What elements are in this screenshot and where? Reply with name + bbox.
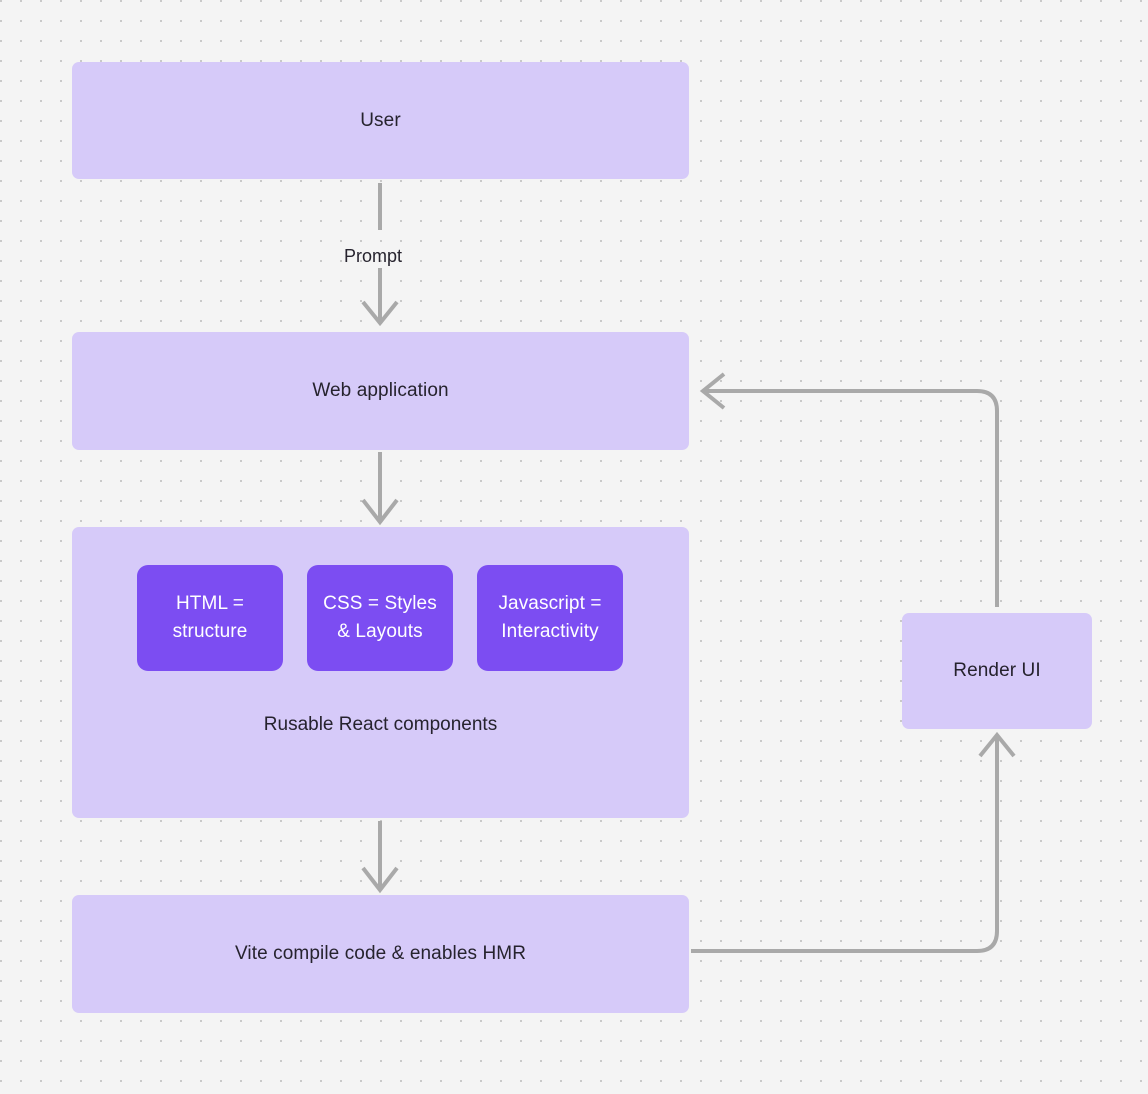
- node-css[interactable]: CSS = Styles & Layouts: [307, 565, 453, 671]
- edge-components-to-vite: [361, 821, 399, 894]
- node-html[interactable]: HTML = structure: [137, 565, 283, 671]
- node-render-ui[interactable]: Render UI: [902, 613, 1092, 729]
- node-javascript[interactable]: Javascript = Interactivity: [477, 565, 623, 671]
- edge-render-to-webapp: [699, 372, 999, 607]
- edge-vite-to-render: [691, 731, 1016, 953]
- node-user[interactable]: User: [72, 62, 689, 179]
- node-web-application[interactable]: Web application: [72, 332, 689, 450]
- node-vite-label: Vite compile code & enables HMR: [234, 943, 527, 965]
- node-render-ui-label: Render UI: [953, 660, 1041, 682]
- edge-webapp-to-components: [361, 452, 399, 526]
- node-vite[interactable]: Vite compile code & enables HMR: [72, 895, 689, 1013]
- node-html-label: HTML = structure: [172, 592, 248, 643]
- node-web-application-label: Web application: [312, 380, 449, 402]
- node-css-label: CSS = Styles & Layouts: [323, 592, 437, 643]
- edge-label-prompt: Prompt: [344, 246, 403, 266]
- node-user-label: User: [360, 109, 401, 131]
- node-javascript-label: Javascript = Interactivity: [498, 592, 602, 643]
- components-caption: Rusable React components: [263, 714, 498, 735]
